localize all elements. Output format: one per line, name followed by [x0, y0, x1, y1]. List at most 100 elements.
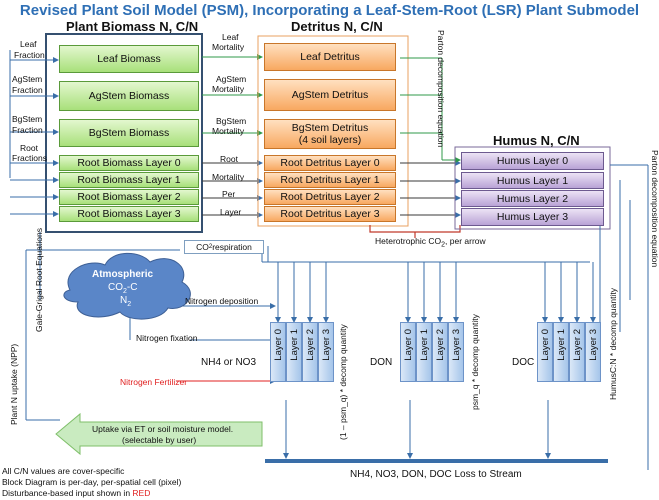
humus-layer-2: Humus Layer 2 — [461, 190, 604, 207]
diagram-title: Revised Plant Soil Model (PSM), Incorpor… — [19, 2, 640, 19]
atmos-co2: CO — [108, 282, 123, 293]
nh4-no3-label: NH4 or NO3 — [201, 357, 257, 368]
humus-layer-1: Humus Layer 1 — [461, 172, 604, 189]
root-detritus-layer-2: Root Detritus Layer 2 — [264, 189, 396, 205]
detritus-header: Detritus N, C/N — [291, 19, 383, 34]
don-label: DON — [370, 357, 393, 368]
fraction-label: Fractions — [12, 153, 47, 163]
root-biomass-layer-1: Root Biomass Layer 1 — [59, 172, 199, 188]
root-biomass-layer-3: Root Biomass Layer 3 — [59, 206, 199, 222]
parton-decomposition-label-right: Parton decomposition equation — [650, 150, 659, 268]
bgstem-detritus-box: BgStem Detritus (4 soil layers) — [264, 119, 396, 149]
layer-label: Layer 3 — [321, 329, 332, 361]
nitrogen-fixation-label: Nitrogen fixation — [136, 333, 198, 343]
heterotrophic-text: Heterotrophic CO — [375, 236, 442, 246]
humus-header: Humus N, C/N — [493, 133, 580, 148]
layer-label: Layer 1 — [419, 329, 430, 361]
layer-label: Layer 1 — [556, 329, 567, 361]
heterotrophic-sub: 2 — [441, 241, 446, 249]
note-disturbance: Disturbance-based input shown in RED — [2, 488, 150, 498]
decomp-quantity-label-1: (1 – psm_q) * decomp quantity — [338, 324, 348, 440]
don-layer-0: Layer 0 — [400, 322, 416, 382]
doc-layer-2: Layer 2 — [569, 322, 585, 382]
uptake-arrow-sublabel: (selectable by user) — [122, 435, 197, 445]
atmos-line3: N2 — [120, 295, 131, 308]
plant-header: Plant Biomass N, C/N — [66, 19, 199, 34]
mortality-label: Mortality — [212, 126, 245, 136]
mortality-label: Mortality — [212, 172, 245, 182]
layer-label: Layer 3 — [451, 329, 462, 361]
don-layer-3: Layer 3 — [448, 322, 464, 382]
fraction-label: Leaf — [20, 39, 37, 49]
doc-layer-3: Layer 3 — [585, 322, 601, 382]
doc-layer-0: Layer 0 — [537, 322, 553, 382]
plant-n-uptake-label: Plant N uptake (NPP) — [9, 343, 19, 425]
fraction-label: BgStem — [12, 114, 43, 124]
root-detritus-layer-1: Root Detritus Layer 1 — [264, 172, 396, 188]
don-layer-2: Layer 2 — [432, 322, 448, 382]
mortality-label: Mortality — [212, 84, 245, 94]
note-block-diagram: Block Diagram is per-day, per-spatial ce… — [2, 477, 182, 487]
humus-layer-0: Humus Layer 0 — [461, 152, 604, 170]
co2-text-end: respiration — [212, 242, 252, 252]
mortality-label: Per — [222, 189, 236, 199]
mortality-label: AgStem — [216, 74, 247, 84]
bgstem-detritus-sublabel: (4 soil layers) — [298, 134, 362, 146]
root-detritus-layer-0: Root Detritus Layer 0 — [264, 155, 396, 171]
nh4-layer-3: Layer 3 — [318, 322, 334, 382]
mortality-label: Layer — [220, 207, 242, 217]
nitrogen-deposition-label: Nitrogen deposition — [185, 296, 259, 306]
co2-sub: 2 — [208, 244, 213, 250]
uptake-arrow-label: Uptake via ET or soil moisture model. — [92, 424, 234, 434]
don-layer-1: Layer 1 — [416, 322, 432, 382]
note-red-word: RED — [132, 488, 151, 498]
doc-label: DOC — [512, 357, 535, 368]
bgstem-detritus-label: BgStem Detritus — [291, 122, 369, 134]
humus-cn-label: HumusC:N * decomp quantity — [608, 288, 618, 400]
layer-label: Layer 0 — [540, 329, 551, 361]
root-detritus-layer-3: Root Detritus Layer 3 — [264, 206, 396, 222]
layer-label: Layer 2 — [572, 329, 583, 361]
root-biomass-layer-2: Root Biomass Layer 2 — [59, 189, 199, 205]
mortality-label: Leaf — [222, 32, 239, 42]
nh4-layer-1: Layer 1 — [286, 322, 302, 382]
atmos-n2: N — [120, 295, 128, 306]
layer-label: Layer 3 — [588, 329, 599, 361]
root-biomass-layer-0: Root Biomass Layer 0 — [59, 155, 199, 171]
leaf-detritus-box: Leaf Detritus — [264, 43, 396, 71]
note-cn-values: All C/N values are cover-specific — [2, 466, 125, 476]
decomp-quantity-label-2: psm_q * decomp quantity — [470, 314, 480, 410]
humus-layer-3: Humus Layer 3 — [461, 208, 604, 226]
fraction-label: Fraction — [14, 50, 45, 60]
heterotrophic-label: Heterotrophic CO2, per arrow — [375, 236, 486, 249]
layer-label: Layer 2 — [305, 329, 316, 361]
fraction-label: AgStem — [12, 74, 43, 84]
agstem-detritus-box: AgStem Detritus — [264, 79, 396, 111]
mortality-label: Mortality — [212, 42, 245, 52]
fraction-label: Fraction — [12, 85, 43, 95]
gale-grigal-label: Gale-Grigal Root Equations — [34, 228, 44, 332]
atmos-n2-sub: 2 — [127, 301, 132, 308]
mortality-label: BgStem — [216, 116, 247, 126]
nitrogen-fertilizer-label: Nitrogen Fertilizer — [120, 377, 188, 387]
doc-layer-1: Layer 1 — [553, 322, 569, 382]
fraction-label: Root — [20, 143, 38, 153]
layer-label: Layer 1 — [289, 329, 300, 361]
nh4-layer-2: Layer 2 — [302, 322, 318, 382]
leaf-biomass-box: Leaf Biomass — [59, 45, 199, 73]
layer-label: Layer 2 — [435, 329, 446, 361]
atmos-co2-sub: 2 — [123, 288, 127, 295]
co2-text: CO — [196, 242, 209, 252]
atmos-line2: CO2-C — [108, 282, 137, 295]
note-disturbance-text: Disturbance-based input shown in — [2, 488, 133, 498]
loss-to-stream-label: NH4, NO3, DON, DOC Loss to Stream — [350, 469, 522, 480]
layer-label: Layer 0 — [273, 329, 284, 361]
bgstem-biomass-box: BgStem Biomass — [59, 119, 199, 147]
nh4-layer-0: Layer 0 — [270, 322, 286, 382]
parton-decomposition-label: Parton decomposition equation — [436, 30, 446, 148]
heterotrophic-text-2: , per arrow — [445, 236, 486, 246]
atmos-line1: Atmospheric — [92, 269, 154, 280]
agstem-biomass-box: AgStem Biomass — [59, 81, 199, 111]
